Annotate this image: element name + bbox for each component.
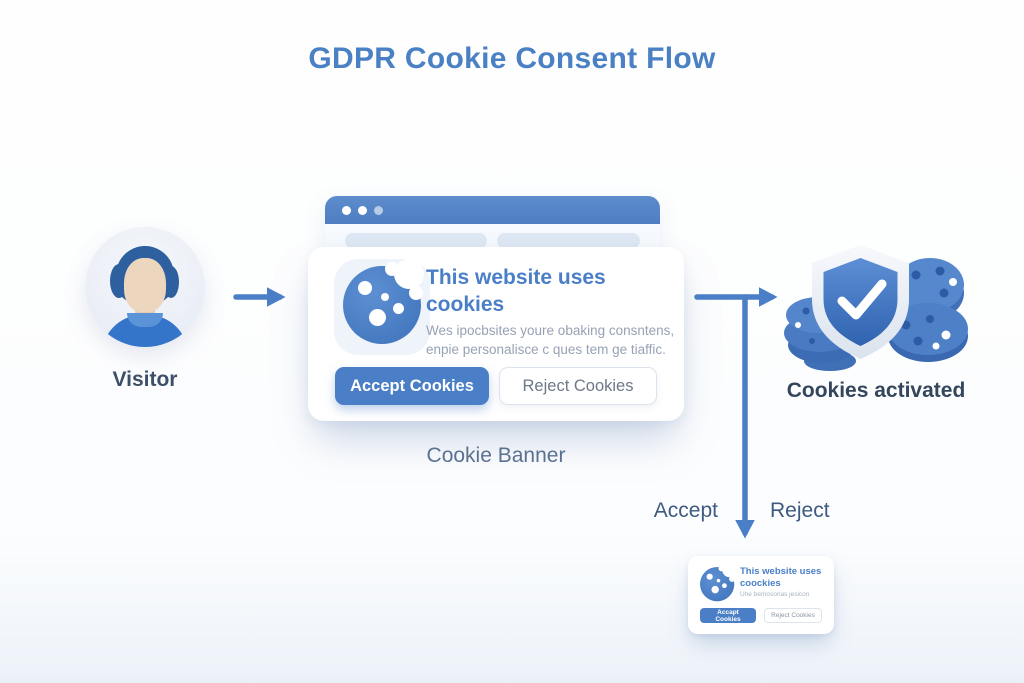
cookie-chip xyxy=(369,309,386,326)
shield-body xyxy=(823,258,898,346)
cookie-bite xyxy=(729,575,736,582)
cookie-chip xyxy=(358,281,372,295)
reject-cookies-button[interactable]: Reject Cookies xyxy=(499,367,657,405)
content-placeholder-bar xyxy=(345,233,487,249)
cookie-chip xyxy=(711,585,719,594)
window-control-dot-icon xyxy=(342,206,351,215)
banner-heading: This website uses cookies xyxy=(426,266,606,316)
cookie-chip xyxy=(722,583,727,589)
banner-body-text: Wes ipocbsites youre obaking consntens, … xyxy=(426,321,676,359)
mini-banner-body: Uhe bemosonas jeslcon xyxy=(740,591,810,598)
cookie-banner-card: This website uses cookies Wes ipocbsites… xyxy=(308,247,684,421)
window-control-dot-icon xyxy=(358,206,367,215)
visitor-label: Visitor xyxy=(112,368,178,391)
cookie-bite xyxy=(394,259,424,289)
cookie-banner-caption: Cookie Banner xyxy=(426,444,566,467)
cookie-icon xyxy=(334,259,430,355)
visitor-avatar-icon xyxy=(85,227,205,347)
check-icon xyxy=(837,279,887,320)
accept-branch-label: Accept xyxy=(653,499,718,522)
cookie-bite xyxy=(385,262,399,276)
cookie-chip xyxy=(381,293,389,301)
shield-check-icon xyxy=(784,245,968,371)
cookie-chip xyxy=(706,573,713,580)
mini-accept-cookies-button[interactable]: Accapt Cookies xyxy=(700,608,756,623)
cookie-icon xyxy=(700,563,736,602)
cookie-bite xyxy=(722,563,736,578)
banner-body-line1: Wes ipocbsites youre obaking consntens, xyxy=(426,323,675,338)
cookie-chip xyxy=(716,578,721,583)
banner-body-line2: enpie personalisce c ques tem ge tiaffic… xyxy=(426,342,666,357)
mini-reject-cookies-button[interactable]: Reject Cookies xyxy=(764,608,822,623)
cookie-bite xyxy=(718,565,725,572)
accept-cookies-button[interactable]: Accept Cookies xyxy=(335,367,489,405)
page-title: GDPR Cookie Consent Flow xyxy=(308,42,716,75)
cookies-activated-label: Cookies activated xyxy=(786,379,966,402)
browser-titlebar xyxy=(325,196,660,224)
mini-banner-heading: This website uses coockies xyxy=(740,566,822,589)
cookie-stack-right-icon xyxy=(888,258,968,362)
reject-branch-label: Reject xyxy=(770,499,830,522)
window-control-dot-icon xyxy=(374,206,383,215)
cookie-bite xyxy=(409,286,423,300)
mini-cookie-banner-card: This website uses coockies Uhe bemosonas… xyxy=(688,556,834,634)
avatar-face xyxy=(124,258,166,312)
avatar-collar xyxy=(127,313,163,327)
cookie-chip xyxy=(393,303,404,314)
content-placeholder-bar xyxy=(497,233,640,249)
